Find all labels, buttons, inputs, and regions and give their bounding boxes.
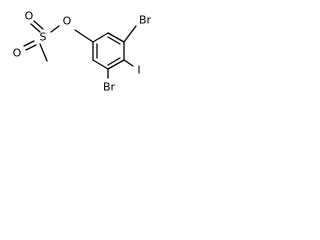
bond-c3-br-top (123, 25, 137, 43)
molecule-structure-diagram: O S O O Br I Br (13, 10, 152, 94)
ring-bond-c1-c2 (92, 32, 109, 43)
atom-br-bottom: Br (103, 81, 116, 94)
bond-s-methyl (39, 43, 48, 62)
ring-bond-c2-c3 (107, 32, 125, 43)
atom-o-bottom: O (13, 47, 22, 60)
ring-bond-c4-c5 (107, 59, 125, 70)
bond-s-o-bottom-a (23, 40, 35, 47)
bond-c1-o-ester (74, 29, 94, 43)
bond-c4-iodine (123, 59, 134, 67)
ring-bond-c5-c6 (92, 59, 109, 70)
atom-br-top: Br (139, 14, 152, 27)
ring-bond-c4-c5-inner (107, 57, 121, 66)
bond-s-o-top-a (30, 23, 41, 33)
atom-iodine: I (137, 64, 140, 77)
atom-o-top: O (25, 10, 34, 23)
ring-bond-c3-c3-inner (107, 36, 121, 45)
bond-s-o-bottom-b (25, 44, 37, 51)
atom-s: S (40, 31, 47, 44)
bond-o-ester-s (50, 25, 60, 33)
atom-o-ester: O (63, 15, 72, 28)
bond-s-o-top-b (33, 20, 44, 30)
